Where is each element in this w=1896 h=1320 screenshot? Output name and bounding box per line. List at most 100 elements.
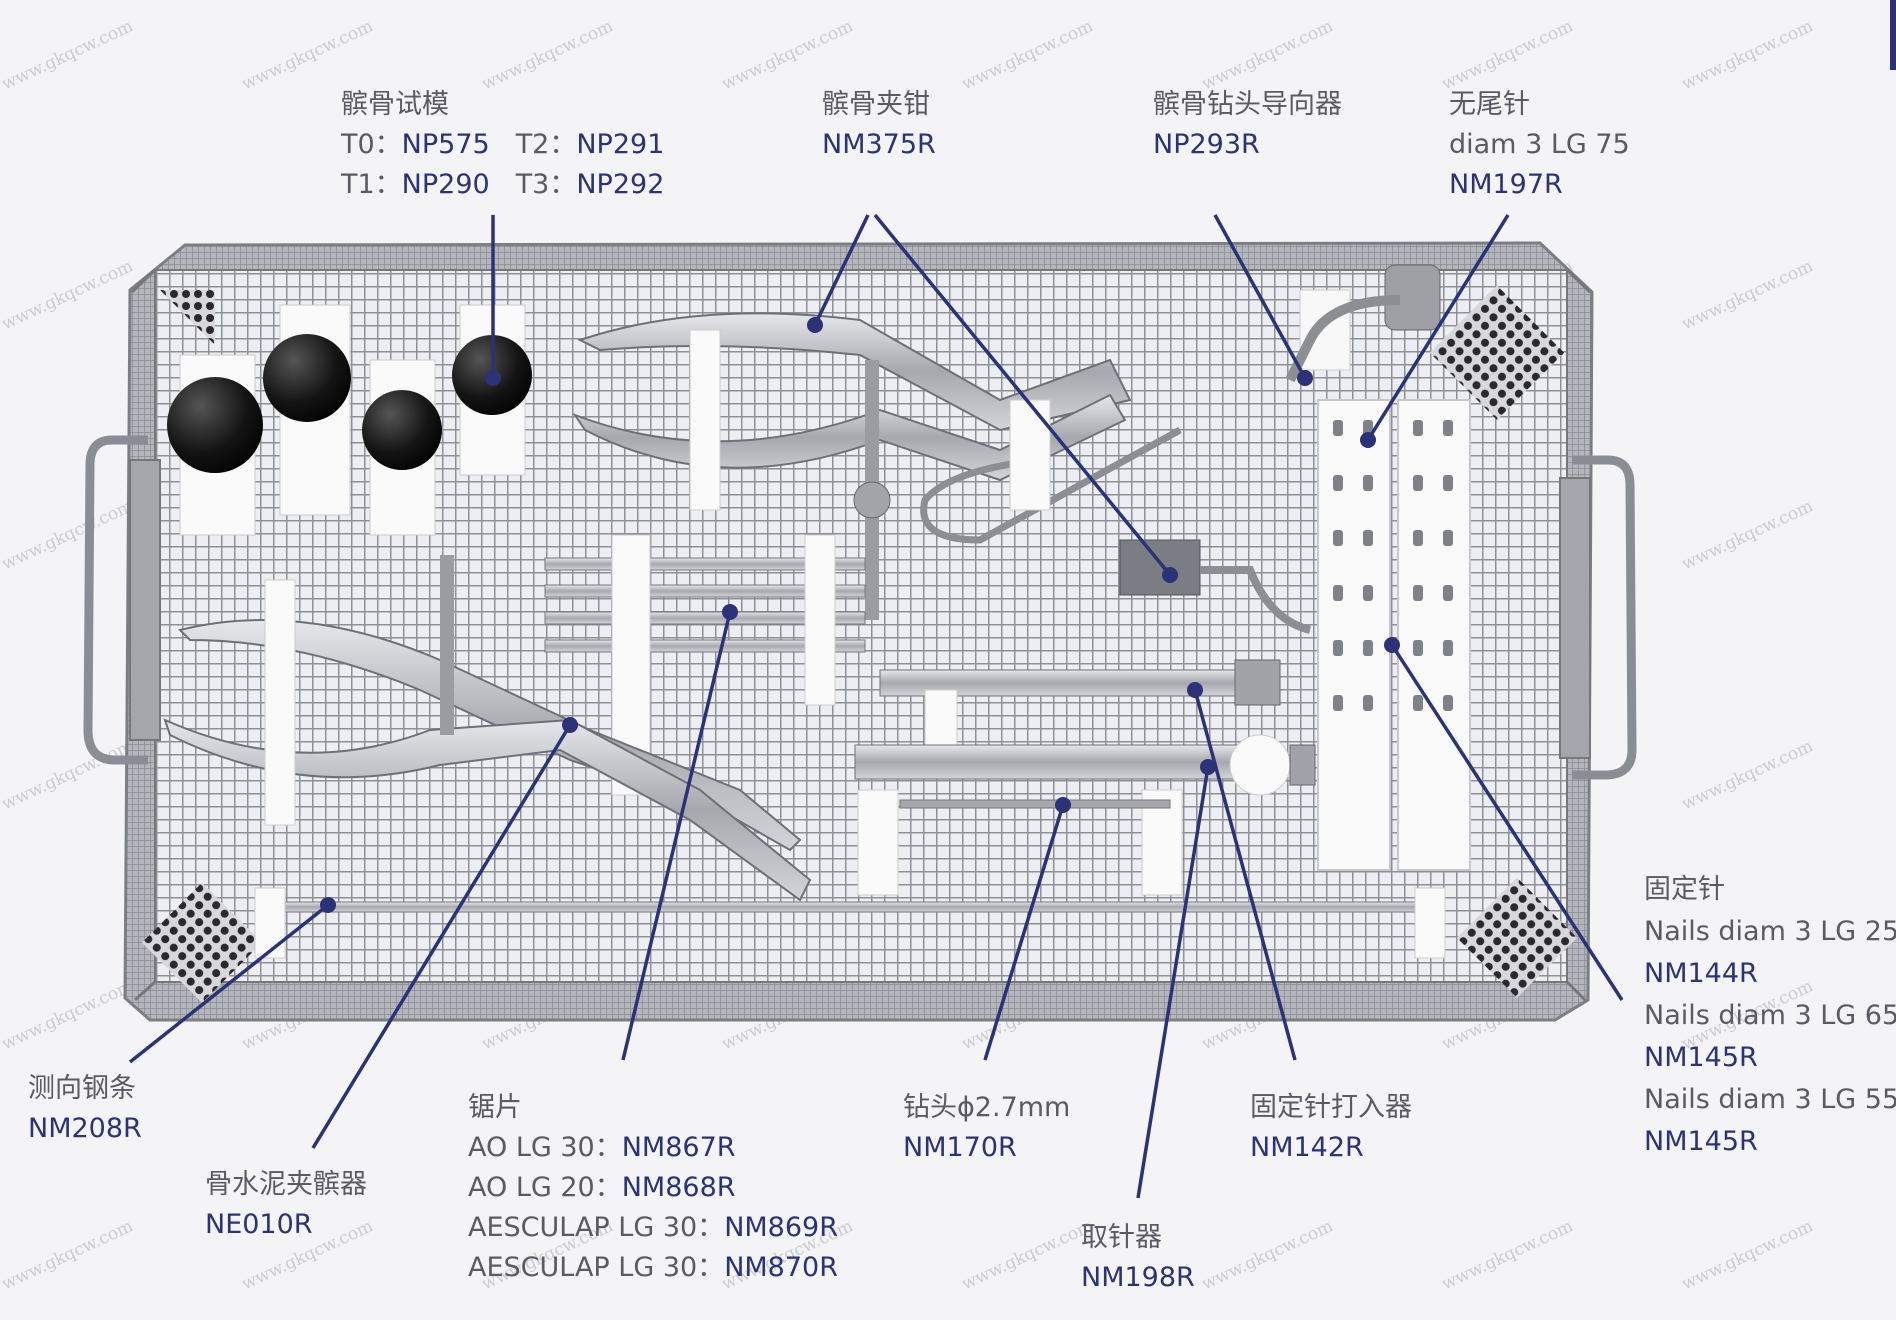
watermark-text: www.gkqcw.com: [1679, 1216, 1817, 1294]
watermark-text: www.gkqcw.com: [959, 16, 1097, 94]
watermark-text: www.gkqcw.com: [1199, 16, 1337, 94]
patella-clamp: [572, 312, 1182, 620]
pin-driver-title: 固定针打入器: [1250, 1092, 1412, 1123]
fixation-n3: Nails diam 3 LG 55: [1644, 1084, 1896, 1115]
tailless-pin-desc: diam 3 LG 75: [1449, 129, 1630, 160]
leader-dots: [320, 317, 1400, 913]
pin-slot: [1443, 640, 1453, 656]
leader-lines: [128, 213, 1624, 1199]
t3-label: T3：: [515, 169, 577, 200]
extractor-code: NM198R: [1081, 1262, 1195, 1293]
pin-slot: [1363, 695, 1373, 711]
saw-l1: AO LG 30：: [468, 1132, 622, 1163]
drill-bit-title: 钻头ϕ2.7mm: [903, 1092, 1071, 1123]
pin-slot: [1443, 585, 1453, 601]
watermark-text: www.gkqcw.com: [1679, 16, 1817, 94]
label-align-rod: 测向钢条 NM208R: [28, 1069, 142, 1149]
fixation-c2: NM145R: [1644, 1042, 1758, 1073]
label-drill-bit: 钻头ϕ2.7mm NM170R: [903, 1088, 1070, 1168]
patella-trials: [167, 304, 532, 536]
pin-slot: [1333, 530, 1343, 546]
watermark-text: www.gkqcw.com: [1679, 256, 1817, 334]
label-tailless-pin: 无尾针 diam 3 LG 75 NM197R: [1449, 85, 1630, 205]
pin-slot: [1413, 475, 1423, 491]
pin-slot: [1333, 585, 1343, 601]
t2-code: NP291: [576, 129, 665, 160]
label-extractor: 取针器 NM198R: [1081, 1218, 1195, 1298]
drill-bit: [899, 799, 1171, 809]
label-pin-driver: 固定针打入器 NM142R: [1250, 1088, 1412, 1168]
pin-slot: [1333, 640, 1343, 656]
fixation-pins-title: 固定针: [1644, 874, 1725, 905]
drill-guide-title: 髌骨钻头导向器: [1153, 89, 1342, 120]
saw-l4: AESCULAP LG 30：: [468, 1252, 725, 1283]
pin-extractor: [854, 734, 1316, 896]
alignment-rod: [254, 887, 1446, 959]
left-handle: [83, 435, 148, 765]
saw-c3: NM869R: [724, 1212, 838, 1243]
pin-slot: [1443, 420, 1453, 436]
watermark-text: www.gkqcw.com: [0, 16, 136, 94]
tailless-pin-code: NM197R: [1449, 169, 1563, 200]
cement-clamp-title: 骨水泥夹髌器: [205, 1169, 367, 1200]
edge-accent-bar: [1890, 0, 1896, 70]
watermark-text: www.gkqcw.com: [0, 736, 136, 814]
pin-slot: [1363, 585, 1373, 601]
watermark-text: www.gkqcw.com: [1679, 496, 1817, 574]
pin-slot: [1413, 640, 1423, 656]
watermark-text: www.gkqcw.com: [1199, 1216, 1337, 1294]
pin-driver: [879, 659, 1281, 761]
pin-slot: [1413, 530, 1423, 546]
fixation-n2: Nails diam 3 LG 65: [1644, 1000, 1896, 1031]
drill-guide-code: NP293R: [1153, 129, 1260, 160]
t1-label: T1：: [341, 169, 402, 200]
t0-label: T0：: [341, 129, 402, 160]
extractor-title: 取针器: [1081, 1222, 1162, 1253]
pin-slot: [1363, 475, 1373, 491]
saw-c1: NM867R: [621, 1132, 736, 1163]
pin-slot: [1333, 695, 1343, 711]
pin-driver-code: NM142R: [1250, 1132, 1364, 1163]
watermark-text: www.gkqcw.com: [719, 16, 857, 94]
saw-c2: NM868R: [621, 1172, 736, 1203]
label-clamp: 髌骨夹钳 NM375R: [822, 85, 936, 165]
label-cement-clamp: 骨水泥夹髌器 NE010R: [205, 1165, 367, 1245]
saw-l3: AESCULAP LG 30：: [468, 1212, 725, 1243]
label-fixation-pins: 固定针 Nails diam 3 LG 25 NM144R Nails diam…: [1644, 869, 1896, 1163]
align-rod-code: NM208R: [28, 1113, 142, 1144]
pin-slot: [1443, 695, 1453, 711]
drill-bit-code: NM170R: [903, 1132, 1017, 1163]
watermark-text: www.gkqcw.com: [1439, 16, 1577, 94]
fixation-c1: NM144R: [1644, 958, 1758, 989]
saw-title: 锯片: [468, 1092, 522, 1123]
watermark-text: www.gkqcw.com: [0, 1216, 136, 1294]
pin-slot: [1443, 530, 1453, 546]
cement-clamp: [163, 555, 812, 902]
pin-slot: [1363, 530, 1373, 546]
align-rod-title: 测向钢条: [28, 1073, 136, 1104]
t2-label: T2：: [515, 129, 577, 160]
watermark-text: www.gkqcw.com: [0, 256, 136, 334]
watermark-text: www.gkqcw.com: [0, 496, 136, 574]
saw-c4: NM870R: [724, 1252, 838, 1283]
pin-blocks: [1317, 399, 1471, 871]
instruments: [163, 264, 1471, 959]
saw-l2: AO LG 20：: [468, 1172, 622, 1203]
tailless-pin-title: 无尾针: [1449, 89, 1530, 120]
clamp-code: NM375R: [822, 129, 936, 160]
pin-slot: [1413, 695, 1423, 711]
watermark-text: www.gkqcw.com: [1679, 736, 1817, 814]
watermark-text: www.gkqcw.com: [1439, 1216, 1577, 1294]
watermark-text: www.gkqcw.com: [959, 1216, 1097, 1294]
t3-code: NP292: [576, 169, 665, 200]
right-handle: [1572, 455, 1637, 780]
watermark-text: www.gkqcw.com: [479, 16, 617, 94]
patella-drill-guide: [1119, 264, 1441, 634]
label-drill-guide: 髌骨钻头导向器 NP293R: [1153, 85, 1342, 165]
clamp-title: 髌骨夹钳: [822, 89, 930, 120]
fixation-c3: NM145R: [1644, 1126, 1758, 1157]
pin-slot: [1413, 420, 1423, 436]
pin-slot: [1333, 475, 1343, 491]
